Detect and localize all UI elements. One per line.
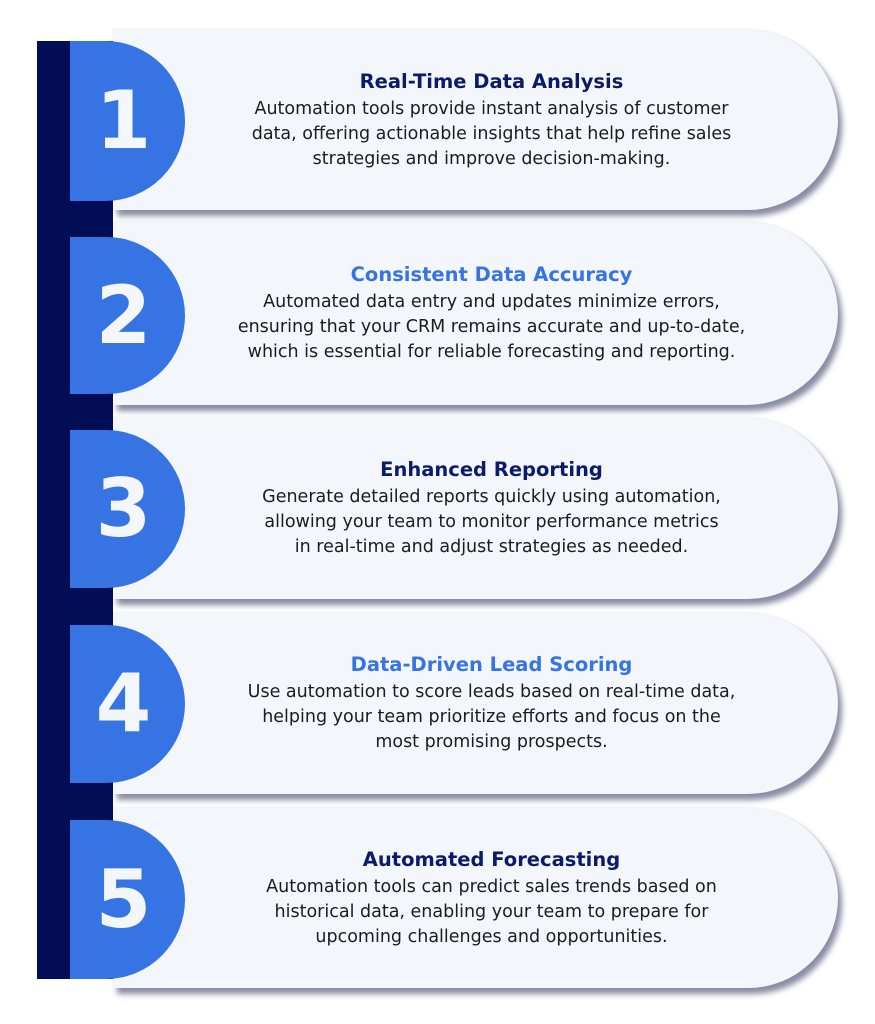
step-body-4: Use automation to score leads based on r… <box>247 682 736 752</box>
step-title-4: Data-Driven Lead Scoring <box>350 653 633 676</box>
step-body-3: Generate detailed reports quickly using … <box>262 487 721 557</box>
step-content-2: Consistent Data Accuracy Automated data … <box>185 222 798 405</box>
step-title-1: Real-Time Data Analysis <box>359 69 624 93</box>
step-card-4: Data-Driven Lead Scoring Use automation … <box>113 613 838 794</box>
step-body-5: Automation tools can predict sales trend… <box>266 876 717 947</box>
step-body-2: Automated data entry and updates minimiz… <box>237 292 746 362</box>
step-number-2: 2 <box>95 268 152 362</box>
step-content-5: Automated Forecasting Automation tools c… <box>185 808 798 988</box>
step-card-3: Enhanced Reporting Generate detailed rep… <box>113 418 838 599</box>
step-number-5: 5 <box>95 852 152 946</box>
step-card-1: Real-Time Data Analysis Automation tools… <box>113 30 838 210</box>
step-title-3: Enhanced Reporting <box>380 458 603 481</box>
step-content-4: Data-Driven Lead Scoring Use automation … <box>185 613 798 794</box>
step-number-3: 3 <box>95 462 152 555</box>
step-body-1: Automation tools provide instant analysi… <box>251 98 732 169</box>
step-card-5: Automated Forecasting Automation tools c… <box>113 808 838 988</box>
step-title-2: Consistent Data Accuracy <box>350 263 633 286</box>
step-title-5: Automated Forecasting <box>362 847 621 871</box>
step-content-3: Enhanced Reporting Generate detailed rep… <box>185 418 798 599</box>
step-card-2: Consistent Data Accuracy Automated data … <box>113 222 838 405</box>
step-number-4: 4 <box>95 657 152 750</box>
step-content-1: Real-Time Data Analysis Automation tools… <box>185 30 798 210</box>
step-number-1: 1 <box>95 74 152 167</box>
